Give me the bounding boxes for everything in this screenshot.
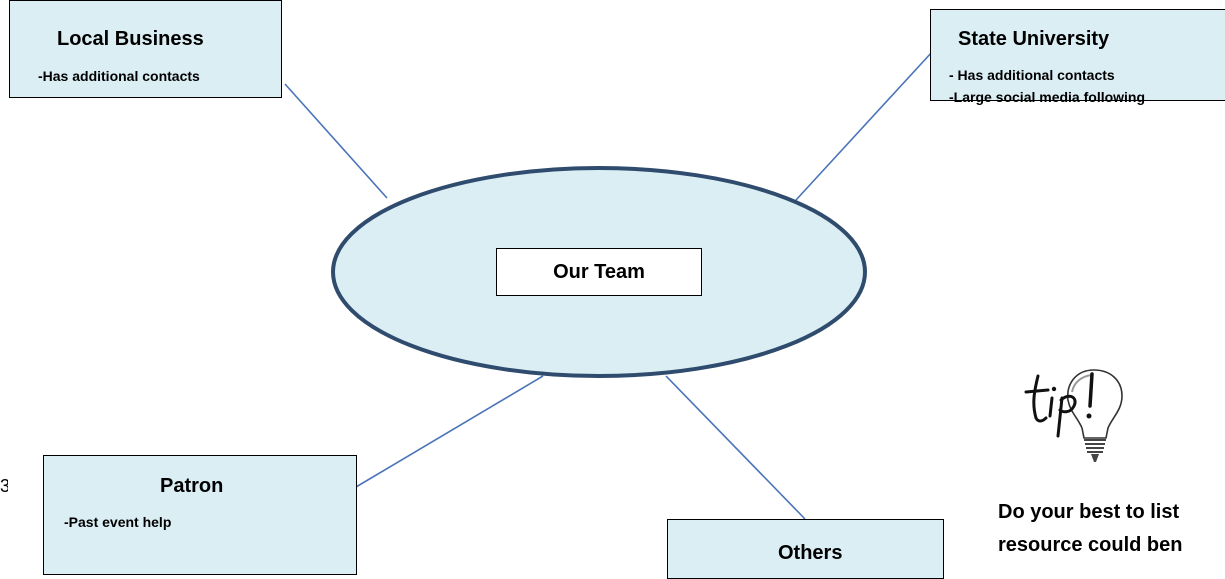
- others-box: Others: [667, 519, 944, 579]
- state-university-note-2: -Large social media following: [949, 89, 1146, 105]
- page-number: 3: [0, 476, 8, 496]
- patron-title: Patron: [160, 475, 224, 497]
- patron-box: Patron -Past event help: [43, 455, 357, 575]
- local-business-box: Local Business -Has additional contacts: [9, 0, 282, 98]
- lightbulb-tip-icon: [1024, 369, 1123, 462]
- tip-text-line-1: Do your best to list: [998, 501, 1180, 523]
- patron-note: -Past event help: [64, 514, 172, 530]
- tip-text: Do your best to list resource could ben: [998, 496, 1225, 562]
- state-university-box: State University - Has additional contac…: [930, 9, 1225, 105]
- connector-others: [665, 375, 806, 520]
- connector-state-university: [795, 51, 933, 201]
- state-university-title: State University: [958, 28, 1110, 50]
- tip-text-line-2: resource could ben: [998, 534, 1183, 556]
- connector-local-business: [284, 83, 388, 199]
- local-business-title: Local Business: [57, 28, 204, 50]
- others-title: Others: [778, 542, 843, 564]
- state-university-note-1: - Has additional contacts: [949, 67, 1115, 83]
- center-label: Our Team: [496, 248, 702, 296]
- connector-patron: [355, 375, 544, 488]
- local-business-note: -Has additional contacts: [38, 68, 200, 84]
